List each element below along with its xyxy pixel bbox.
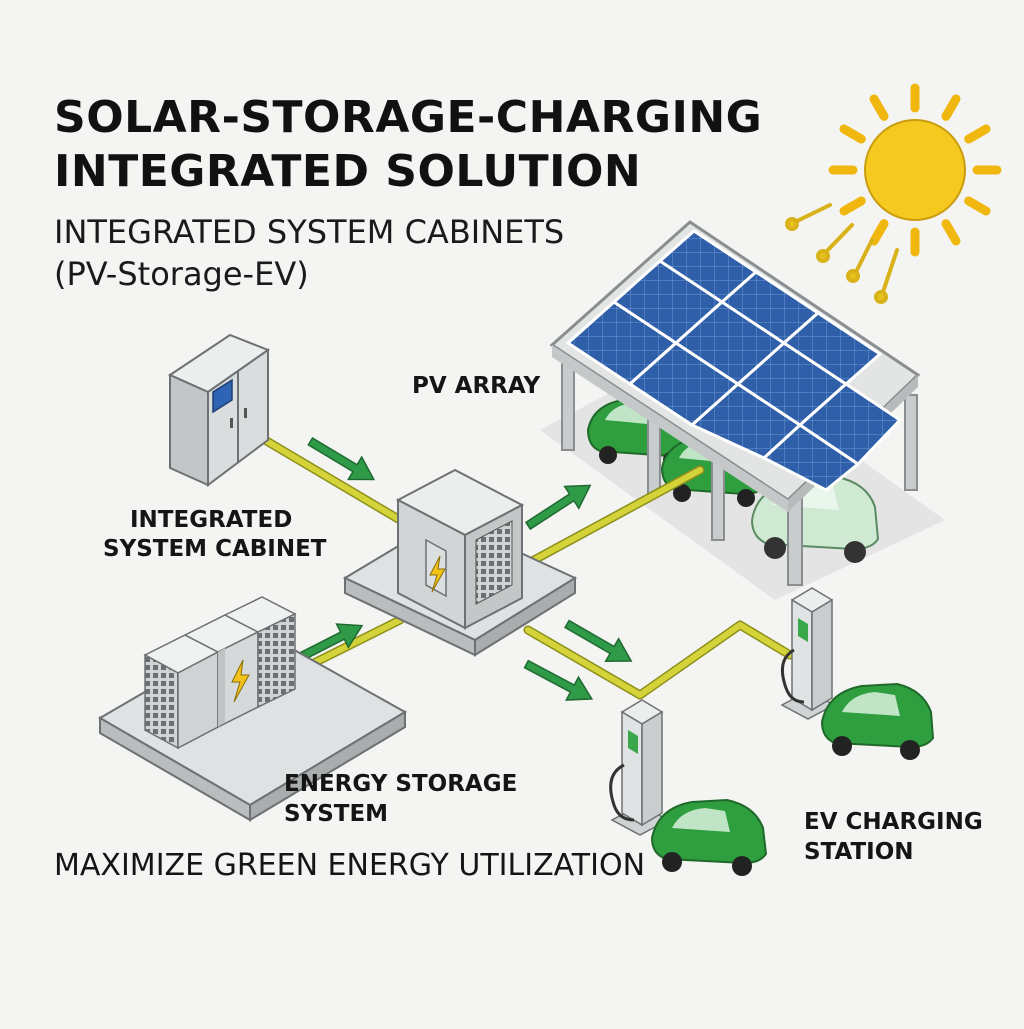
label-cabinet-line-1: INTEGRATED <box>130 507 293 533</box>
pv-array <box>549 220 921 512</box>
title-line-2: INTEGRATED SOLUTION <box>54 146 642 197</box>
arrow-cabinet-to-hub <box>307 436 376 481</box>
energy-storage-system <box>98 596 407 822</box>
label-pv-array: PV ARRAY <box>412 373 541 399</box>
ev-car-2 <box>820 682 935 760</box>
subtitle-line-2: (PV-Storage-EV) <box>54 255 309 293</box>
central-hub-cabinet <box>342 468 578 657</box>
label-cabinet-line-2: SYSTEM CABINET <box>103 536 327 562</box>
arrow-hub-to-ev-2 <box>523 659 594 701</box>
lightning-icon <box>429 555 446 593</box>
ev-car-1 <box>650 798 768 876</box>
label-ev-line-2: STATION <box>804 839 914 865</box>
lightning-icon <box>231 659 250 703</box>
flow-arrows <box>293 436 633 701</box>
label-storage-line-2: SYSTEM <box>284 801 389 827</box>
title-line-1: SOLAR-STORAGE-CHARGING <box>54 92 763 143</box>
arrow-hub-to-pv <box>524 484 592 531</box>
arrow-hub-to-ev-1 <box>564 619 633 663</box>
carport-posts <box>561 354 918 586</box>
integrated-system-cabinet <box>167 333 271 487</box>
subtitle-line-1: INTEGRATED SYSTEM CABINETS <box>54 213 565 251</box>
ev-charger-1 <box>609 699 670 836</box>
label-storage-line-1: ENERGY STORAGE <box>284 771 518 797</box>
label-ev-line-1: EV CHARGING <box>804 809 983 835</box>
ev-charger-2 <box>780 587 836 720</box>
sun-icon <box>785 83 1002 304</box>
tagline: MAXIMIZE GREEN ENERGY UTILIZATION <box>54 848 646 883</box>
